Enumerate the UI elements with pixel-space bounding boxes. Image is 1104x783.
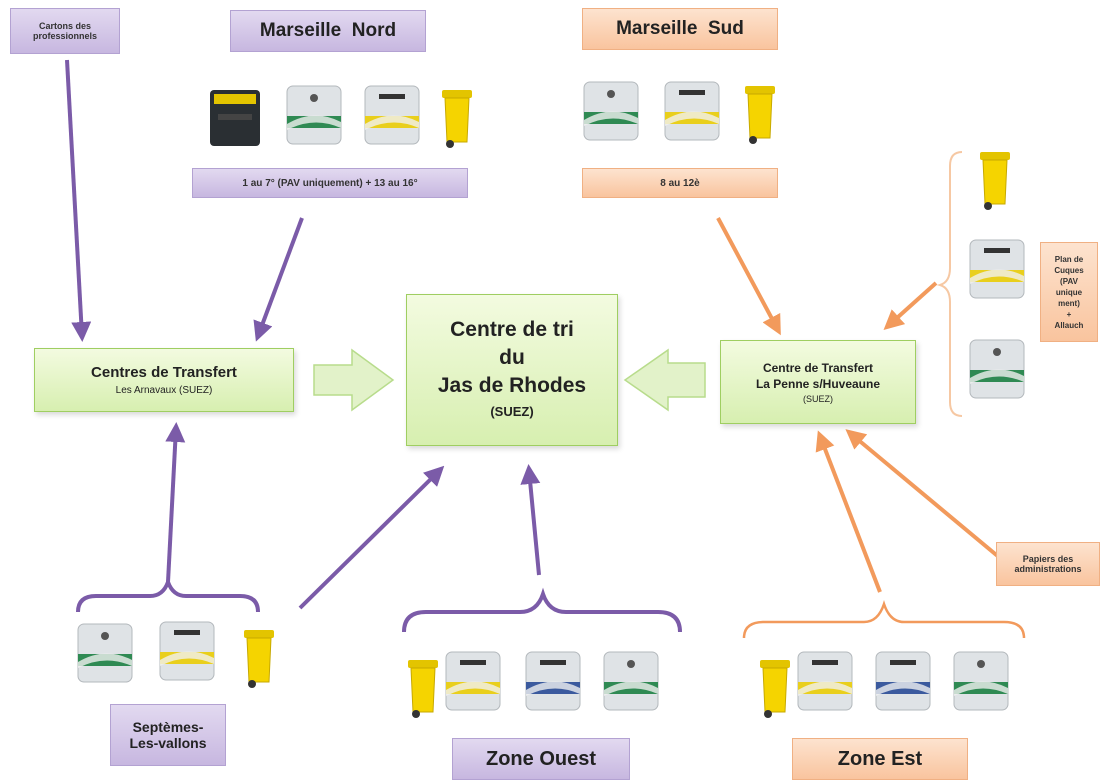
recycling-container-icon xyxy=(797,651,853,711)
recycling-container-icon xyxy=(159,621,215,681)
marseille-nord-title-text: Marseille Nord xyxy=(259,20,397,41)
plan-de-cuques-box: Plan de Cuques (PAV unique ment) + Allau… xyxy=(1040,242,1098,342)
plan-l3: (PAV xyxy=(1060,276,1078,286)
zone-est-title-text: Zone Est xyxy=(837,747,923,770)
recycling-container-icon xyxy=(445,651,501,711)
brace-septemes xyxy=(76,576,260,613)
centre-transfert-la-penne: Centre de Transfert La Penne s/Huveaune … xyxy=(720,340,916,424)
centre-transfert-arnavaux: Centres de Transfert Les Arnavaux (SUEZ) xyxy=(34,348,294,412)
arrow-papiers-to-transfert xyxy=(845,429,1002,560)
marseille-sud-caption: 8 au 12è xyxy=(582,168,778,198)
papiers-administrations-box: Papiers des administrations xyxy=(996,542,1100,586)
arrow-est-to-transfert xyxy=(815,430,882,593)
centre-tri-line4: (SUEZ) xyxy=(490,404,534,419)
marseille-nord-caption-text: 1 au 7° (PAV uniquement) + 13 au 16° xyxy=(242,177,418,189)
recycling-container-icon xyxy=(583,81,639,141)
recycling-container-icon xyxy=(603,651,659,711)
brace-zone-est xyxy=(742,600,1026,639)
centre-tri-line3: Jas de Rhodes xyxy=(437,374,587,397)
yellow-bin-icon xyxy=(979,151,1011,211)
yellow-bin-icon xyxy=(759,659,791,719)
marseille-nord-title: Marseille Nord xyxy=(230,10,426,52)
marseille-sud-title: Marseille Sud xyxy=(582,8,778,50)
zone-ouest-title-text: Zone Ouest xyxy=(485,747,596,770)
centre-tri-line2: du xyxy=(499,346,525,369)
centre-transfert-left-title: Centres de Transfert xyxy=(91,364,237,381)
marseille-nord-caption: 1 au 7° (PAV uniquement) + 13 au 16° xyxy=(192,168,468,198)
arrow-septemes-to-transfert xyxy=(165,422,186,583)
recycling-container-icon xyxy=(875,651,931,711)
arrow-cartons-to-transfert xyxy=(65,59,92,342)
papiers-line1: Papiers des xyxy=(1022,554,1074,564)
arrow-sud-to-transfert xyxy=(716,217,781,336)
septemes-box: Septèmes- Les-vallons xyxy=(110,704,226,766)
black-container-icon xyxy=(210,90,260,146)
plan-l6: + xyxy=(1066,309,1072,319)
yellow-bin-icon xyxy=(744,85,776,145)
centre-transfert-right-line3: (SUEZ) xyxy=(803,393,833,404)
centre-tri-line1: Centre de tri xyxy=(450,318,574,341)
cartons-line2: professionnels xyxy=(32,31,97,41)
recycling-container-icon xyxy=(77,623,133,683)
marseille-sud-caption-text: 8 au 12è xyxy=(660,177,700,189)
brace-plan-de-cuques xyxy=(936,151,963,417)
recycling-container-icon xyxy=(364,85,420,145)
marseille-sud-title-text: Marseille Sud xyxy=(616,18,744,39)
arrow-plan-to-transfert xyxy=(883,281,938,331)
plan-l5: ment) xyxy=(1058,298,1080,308)
papiers-line2: administrations xyxy=(1014,564,1082,574)
recycling-container-icon xyxy=(969,239,1025,299)
septemes-line2: Les-vallons xyxy=(129,735,207,751)
recycling-container-icon xyxy=(525,651,581,711)
arrow-nord-to-transfert xyxy=(253,217,304,342)
zone-ouest-title: Zone Ouest xyxy=(452,738,630,780)
recycling-container-icon xyxy=(953,651,1009,711)
centre-transfert-left-subtitle: Les Arnavaux (SUEZ) xyxy=(115,385,213,396)
centre-transfert-right-line2: La Penne s/Huveaune xyxy=(755,376,881,391)
arrow-ouest-to-tri xyxy=(520,464,541,576)
cartons-line1: Cartons des xyxy=(38,21,91,31)
plan-l1: Plan de xyxy=(1054,254,1084,264)
recycling-container-icon xyxy=(969,339,1025,399)
yellow-bin-icon xyxy=(407,659,439,719)
centre-de-tri: Centre de tri du Jas de Rhodes (SUEZ) xyxy=(406,294,618,446)
cartons-professionnels-box: Cartons des professionnels xyxy=(10,8,120,54)
septemes-line1: Septèmes- xyxy=(132,719,204,735)
green-arrow-right-to-tri xyxy=(623,348,706,412)
yellow-bin-icon xyxy=(441,89,473,149)
plan-l7: Allauch xyxy=(1054,320,1084,330)
zone-est-title: Zone Est xyxy=(792,738,968,780)
recycling-container-icon xyxy=(664,81,720,141)
centre-transfert-right-line1: Centre de Transfert xyxy=(762,360,874,375)
plan-l2: Cuques xyxy=(1054,265,1084,275)
arrow-septemes-to-tri xyxy=(298,465,445,610)
green-arrow-left-to-tri xyxy=(313,348,395,412)
yellow-bin-icon xyxy=(243,629,275,689)
recycling-container-icon xyxy=(286,85,342,145)
brace-zone-ouest xyxy=(402,587,682,633)
plan-l4: unique xyxy=(1055,287,1083,297)
